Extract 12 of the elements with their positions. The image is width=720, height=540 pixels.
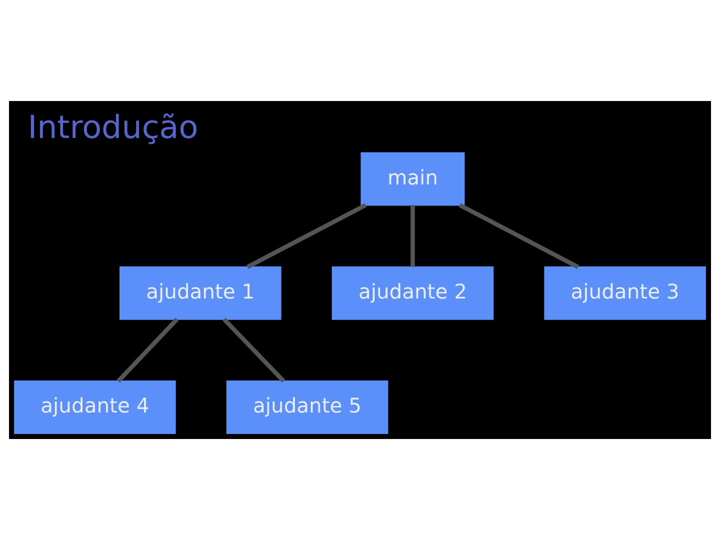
node-box: ajudante 2 [332,266,494,320]
node-box: ajudante 4 [14,380,176,434]
node-box: ajudante 1 [120,266,282,320]
connector [116,318,179,383]
connector [246,203,367,269]
node-box: ajudante 3 [544,266,706,320]
connector [222,318,286,383]
diagram-title: Introdução [28,110,198,146]
connector [410,205,415,268]
node-box: ajudante 5 [226,380,388,434]
connector [458,203,580,269]
node-box: main [360,152,465,206]
